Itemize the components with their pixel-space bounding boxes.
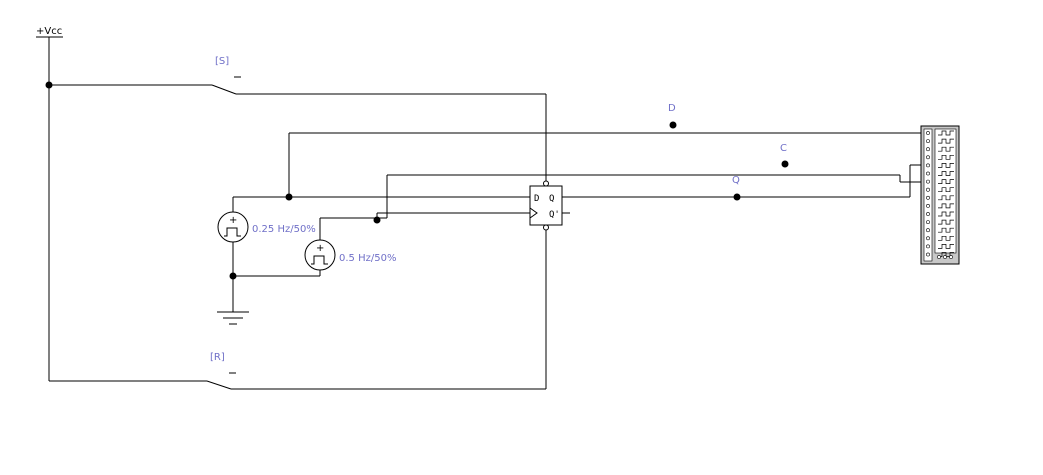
analyzer-pin <box>926 155 930 160</box>
analyzer-input-pins <box>926 131 930 257</box>
square-wave-icon <box>311 255 328 265</box>
vcc-supply: +Vcc <box>36 26 63 381</box>
d-signal-wire <box>288 132 925 197</box>
analyzer-trace-glyph <box>938 227 954 233</box>
analyzer-pin <box>926 220 930 225</box>
analyzer-trace-glyph <box>938 179 954 184</box>
analyzer-pin <box>926 195 930 200</box>
square-wave-icon <box>224 227 241 237</box>
analyzer-trace-glyph <box>938 235 954 241</box>
analyzer-pin <box>926 252 930 257</box>
analyzer-trace-glyph <box>938 138 954 144</box>
logic-analyzer-icon[interactable] <box>920 125 960 265</box>
data-pulse-source[interactable]: + 0.25 Hz/50% <box>217 211 316 243</box>
analyzer-trace-marks <box>938 130 954 257</box>
analyzer-trace-glyph <box>938 187 954 193</box>
analyzer-pin <box>926 203 930 208</box>
analyzer-trace-glyph <box>938 203 954 209</box>
probe-q-label: Q <box>732 175 740 186</box>
analyzer-trace-glyph <box>938 211 954 217</box>
analyzer-pin <box>926 179 930 184</box>
ground-icon <box>217 311 249 325</box>
data-source-polarity: + <box>229 215 237 226</box>
analyzer-pin <box>926 212 930 216</box>
analyzer-pin <box>926 171 930 176</box>
q-signal-wire <box>562 164 925 198</box>
analyzer-trace-glyph <box>938 171 954 176</box>
analyzer-pin <box>926 163 930 168</box>
analyzer-bottom-pins <box>937 255 953 259</box>
clock-source-freq: 0.5 Hz/50% <box>339 253 396 264</box>
probe-d-label: D <box>668 103 676 114</box>
analyzer-pin <box>926 187 930 192</box>
clock-source-polarity: + <box>316 243 324 254</box>
junctions <box>45 81 741 280</box>
ff-d-pin: D <box>534 194 539 204</box>
probe-c-label: C <box>780 143 787 154</box>
probe-d[interactable]: D <box>668 103 677 129</box>
analyzer-pin <box>926 236 930 241</box>
analyzer-trace-glyph <box>938 146 954 152</box>
data-source-freq: 0.25 Hz/50% <box>252 224 316 235</box>
analyzer-pin <box>926 139 930 144</box>
reset-switch-label: [R] <box>210 352 225 363</box>
ff-qbar-pin: Q' <box>549 210 560 220</box>
probe-q[interactable]: Q <box>732 175 740 186</box>
analyzer-pin <box>926 228 930 233</box>
analyzer-trace-glyph <box>938 244 954 249</box>
analyzer-trace-glyph <box>938 219 954 225</box>
analyzer-trace-glyph <box>938 252 954 257</box>
probe-c[interactable]: C <box>780 143 789 168</box>
analyzer-pin <box>926 147 930 152</box>
analyzer-trace-glyph <box>938 163 954 168</box>
vcc-label: +Vcc <box>36 26 62 37</box>
set-switch-label: [S] <box>215 56 229 67</box>
reset-switch[interactable]: [R] <box>49 352 546 390</box>
analyzer-pin <box>926 131 930 135</box>
clock-pulse-source[interactable]: + 0.5 Hz/50% <box>304 239 396 271</box>
analyzer-trace-glyph <box>938 154 954 160</box>
ff-q-pin: Q <box>549 194 554 204</box>
analyzer-trace-glyph <box>938 195 954 201</box>
d-flip-flop[interactable]: D Q Q' <box>529 180 570 231</box>
analyzer-trace-glyph <box>938 130 954 136</box>
set-switch[interactable]: [S] <box>49 56 546 95</box>
analyzer-pin <box>926 244 930 249</box>
clock-source-wiring <box>319 174 925 240</box>
